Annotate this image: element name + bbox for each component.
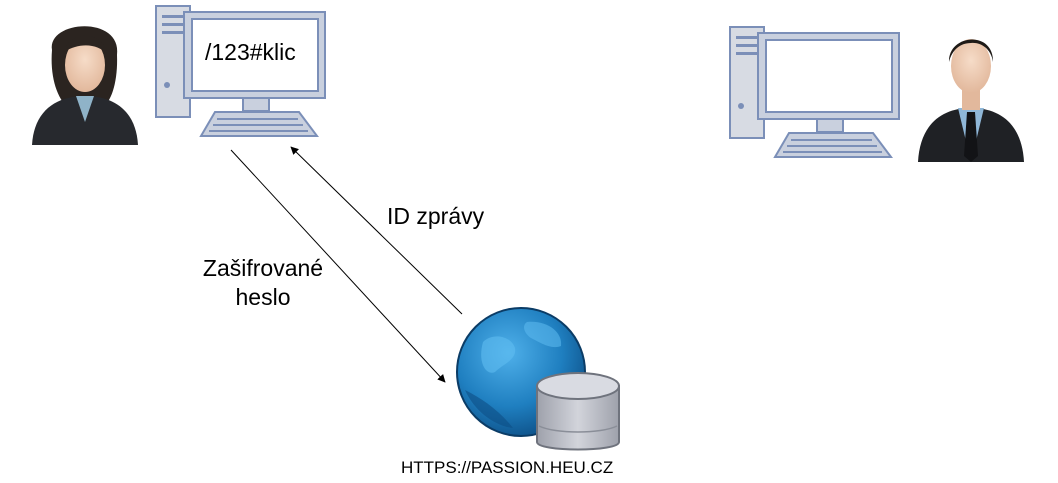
screen-text: /123#klic — [205, 39, 296, 65]
desktop-computer-icon — [155, 5, 327, 140]
globe-database-icon — [455, 302, 623, 454]
businesswoman-icon — [32, 10, 138, 145]
arrow-to-server — [230, 149, 446, 383]
server-url-label: HTTPS://PASSION.HEU.CZ — [401, 458, 614, 477]
arrow-to-user — [290, 146, 463, 315]
encrypted-password-label: Zašifrované heslo — [202, 255, 324, 310]
desktop-computer-icon — [729, 26, 901, 161]
message-id-label: ID zprávy — [387, 203, 485, 229]
businessman-icon — [918, 16, 1024, 162]
